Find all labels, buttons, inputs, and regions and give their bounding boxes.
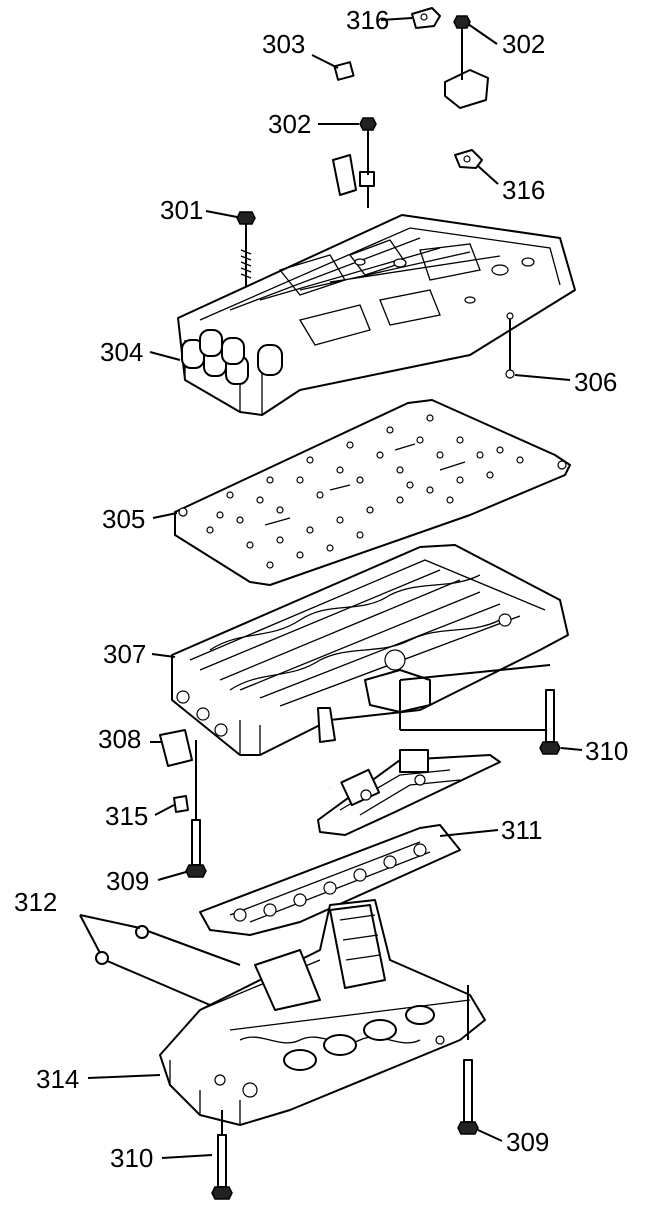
bolt-309-mid [185, 740, 207, 878]
callout-302-top: 302 [502, 29, 545, 59]
callout-310-mid: 310 [585, 736, 628, 766]
callout-308: 308 [98, 724, 141, 754]
callout-304: 304 [100, 337, 143, 367]
bolt-310-bot [211, 1110, 233, 1200]
callout-314: 314 [36, 1064, 79, 1094]
callout-316-top: 316 [346, 5, 389, 35]
callout-316-mid: 316 [502, 175, 545, 205]
callout-307: 307 [103, 639, 146, 669]
callout-309-bot: 309 [506, 1127, 549, 1157]
bolt-302-top [453, 15, 471, 80]
callout-303: 303 [262, 29, 305, 59]
callout-306: 306 [574, 367, 617, 397]
bolt-302-mid [359, 117, 377, 208]
bolt-301 [236, 211, 256, 290]
bolt-310-mid [399, 664, 561, 755]
control-solenoid-valve-311 [317, 749, 501, 836]
callout-311: 311 [501, 815, 542, 845]
spacer-plate-305 [174, 399, 571, 586]
lower-valve-body-307 [171, 544, 569, 756]
callout-309-mid: 309 [106, 866, 149, 896]
bolt-309-bot [457, 985, 479, 1135]
callout-310-bot: 310 [110, 1143, 153, 1173]
callout-302-mid: 302 [268, 109, 311, 139]
upper-valve-body-304 [177, 214, 576, 416]
wiring-harness [332, 59, 489, 196]
callout-305: 305 [102, 504, 145, 534]
harness-connector-316-top [411, 7, 441, 29]
bolts-312 [95, 925, 241, 1006]
leader-lines [79, 17, 583, 1159]
callout-312: 312 [14, 887, 57, 917]
callout-301: 301 [160, 195, 203, 225]
callout-labels: 316 302 303 302 316 301 304 306 305 307 … [14, 5, 628, 1173]
solenoid-plate-311 [199, 824, 461, 936]
solenoid-harness-308 [159, 729, 331, 813]
callout-315: 315 [105, 801, 148, 831]
spacer-plate-holes [206, 414, 524, 569]
tcm-housing-314 [159, 899, 486, 1126]
harness-connector-316-mid [454, 149, 483, 169]
